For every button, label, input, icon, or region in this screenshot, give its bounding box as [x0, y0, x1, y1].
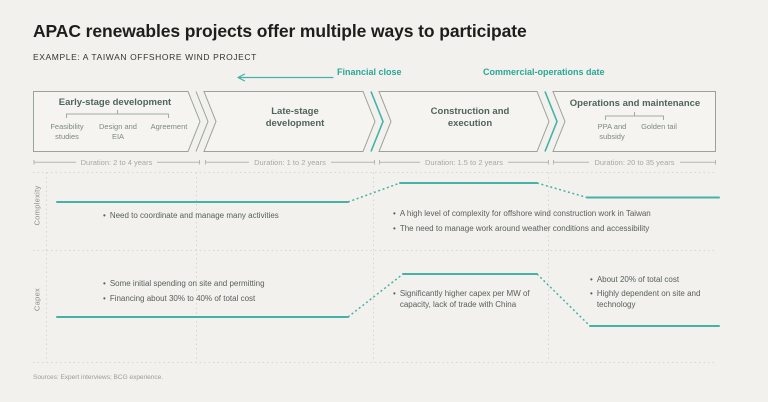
subitem-design-eia: Design and EIA — [99, 122, 137, 141]
page-title: APAC renewables projects offer multiple … — [33, 21, 527, 41]
subitem-golden-tail: Golden tail — [641, 122, 677, 131]
phase-title-early-stage: Early-stage development — [58, 97, 172, 108]
phase-title-late-stage: Late-stage development — [265, 106, 325, 129]
phase-separator-chevron — [195, 91, 209, 152]
bullet-capex-early-1: Some initial spending on site and permit… — [103, 278, 393, 289]
bullet-capex-construction: Significantly higher capex per MW of cap… — [393, 288, 533, 310]
phase-box-late-stage — [203, 91, 376, 152]
bullet-capex-operations-2: Highly dependent on site and technology — [590, 288, 710, 310]
phase-box-construction — [378, 91, 550, 152]
bullet-complexity-early: Need to coordinate and manage many activ… — [103, 210, 393, 221]
financial-close-arrow — [237, 73, 334, 82]
bullet-capex-operations-1: About 20% of total cost — [590, 274, 720, 285]
financial-close-chevron — [370, 91, 384, 152]
bullet-capex-early-2: Financing about 30% to 40% of total cost — [103, 293, 393, 304]
phase-title-construction: Construction and execution — [430, 106, 510, 129]
duration-label-early-stage: Duration: 2 to 4 years — [33, 157, 200, 167]
phase-box-operations — [552, 91, 716, 152]
capex-trend-line — [56, 273, 720, 327]
milestone-financial-close-label: Financial close — [337, 67, 402, 77]
sub-item-brackets — [66, 110, 664, 120]
row-label-complexity: Complexity — [32, 185, 42, 226]
bullet-complexity-construction-2: The need to manage work around weather c… — [393, 223, 723, 234]
duration-label-construction: Duration: 1.5 to 2 years — [379, 157, 549, 167]
phase-title-operations: Operations and maintenance — [569, 98, 701, 109]
grid-dotted-lines — [33, 172, 716, 363]
milestone-commercial-operations-label: Commercial-operations date — [483, 67, 605, 77]
subitem-feasibility-studies: Feasibility studies — [50, 122, 84, 141]
phase-box-early-stage — [33, 91, 201, 152]
complexity-trend-line — [56, 182, 720, 203]
duration-label-late-stage: Duration: 1 to 2 years — [205, 157, 375, 167]
bullet-complexity-construction-1: A high level of complexity for offshore … — [393, 208, 723, 219]
subitem-ppa-subsidy: PPA and subsidy — [597, 122, 627, 141]
row-label-capex: Capex — [32, 287, 42, 312]
commercial-operations-chevron — [544, 91, 558, 152]
subitem-agreement: Agreement — [150, 122, 188, 131]
phase-boxes-layer — [33, 91, 716, 152]
source-note: Sources: Expert interviews; BCG experien… — [33, 374, 164, 381]
page-subtitle: EXAMPLE: A TAIWAN OFFSHORE WIND PROJECT — [33, 52, 257, 62]
duration-label-operations: Duration: 20 to 35 years — [553, 157, 716, 167]
